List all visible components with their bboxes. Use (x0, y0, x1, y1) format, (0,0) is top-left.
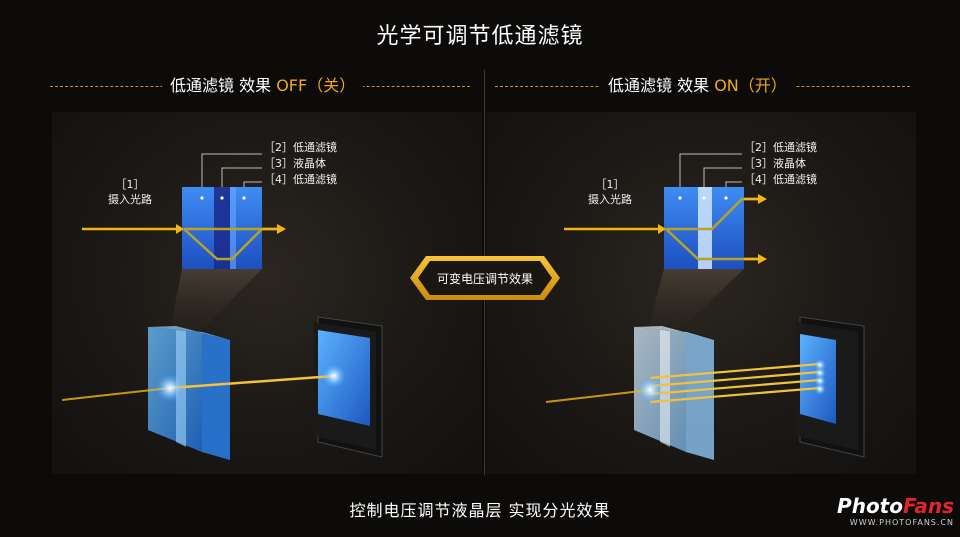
right-diagram-svg (545, 153, 865, 460)
right-label-1-number: ［1］ (595, 178, 625, 191)
center-badge-text: 可变电压调节效果 (436, 271, 533, 286)
left-label-4: ［4］低通滤镜 (264, 173, 337, 186)
left-label-2: ［2］低通滤镜 (264, 141, 337, 154)
center-double-arrow-badge: 可变电压调节效果 (410, 253, 560, 303)
right-label-2: ［2］低通滤镜 (744, 141, 817, 154)
double-arrow-icon (410, 256, 560, 300)
left-panel: ［2］低通滤镜 ［3］液晶体 ［4］低通滤镜 ［1］ 摄入光路 (52, 112, 482, 474)
bottom-caption: 控制电压调节液晶层 实现分光效果 (349, 501, 611, 520)
left-sensor-flare (322, 364, 346, 388)
right-zoom-cone (648, 269, 744, 332)
right-glass-flare (637, 377, 663, 403)
right-output-beams (649, 362, 821, 404)
photofans-logo: PhotoFans WWW.PHOTOFANS.CN (837, 494, 954, 527)
right-header-state: ON（开） (714, 76, 787, 95)
right-input-beam (545, 389, 651, 403)
right-label-4: ［4］低通滤镜 (744, 173, 817, 186)
logo-text-photo: Photo (837, 494, 903, 518)
left-section-header: 低通滤镜 效果 OFF（关） (162, 74, 364, 98)
left-input-beam (61, 387, 171, 401)
left-sensor (314, 316, 383, 458)
logo-url: WWW.PHOTOFANS.CN (849, 518, 954, 527)
left-label-3: ［3］液晶体 (264, 157, 326, 170)
right-header-prefix: 低通滤镜 效果 (608, 76, 710, 95)
right-light-path (564, 194, 767, 264)
right-panel: ［2］低通滤镜 ［3］液晶体 ［4］低通滤镜 ［1］ 摄入光路 (486, 112, 916, 474)
left-label-1-text: 摄入光路 (108, 193, 152, 206)
left-zoom-cone (170, 269, 262, 332)
slide-title: 光学可调节低通滤镜 (376, 24, 584, 49)
right-sensor (796, 316, 865, 458)
left-output-beam (169, 374, 335, 390)
left-diagram-svg (61, 153, 383, 460)
left-light-path (82, 224, 286, 261)
left-glass-flare (156, 374, 184, 402)
right-label-3: ［3］液晶体 (744, 157, 806, 170)
left-label-1-number: ［1］ (115, 178, 145, 191)
right-sensor-flare-4 (814, 383, 826, 395)
right-label-1-text: 摄入光路 (588, 193, 632, 206)
left-header-prefix: 低通滤镜 效果 (170, 76, 272, 95)
logo-text-fans: Fans (902, 494, 954, 518)
left-header-state: OFF（关） (276, 76, 356, 95)
right-section-header: 低通滤镜 效果 ON（开） (600, 74, 795, 98)
